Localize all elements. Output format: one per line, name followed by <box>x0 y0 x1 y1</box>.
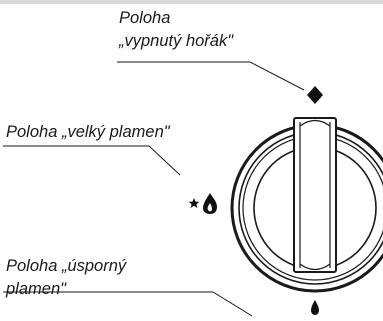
label-saving-flame-position: Poloha „úsporný plamen" <box>6 255 126 301</box>
label-saving-flame-line1: Poloha „úsporný <box>6 257 127 275</box>
label-large-flame-line1: Poloha „velký plamen" <box>6 123 170 141</box>
label-large-flame-position: Poloha „velký plamen" <box>6 121 170 144</box>
label-off-line1: Poloha <box>119 9 171 27</box>
label-off-line2: „vypnutý hořák" <box>119 32 234 50</box>
leader-line-large-flame <box>3 145 181 176</box>
label-saving-flame-line2: plamen" <box>6 280 66 298</box>
small-flame-icon <box>311 300 319 315</box>
label-off-position: Poloha „vypnutý hořák" <box>119 7 233 53</box>
diamond-icon <box>307 86 323 104</box>
leader-line-off <box>117 61 305 91</box>
knob-handle <box>293 117 337 273</box>
header-bar <box>0 0 383 4</box>
star-flame-icon <box>188 193 217 214</box>
knob[interactable] <box>230 117 383 293</box>
leader-line-saving-flame <box>3 291 253 317</box>
